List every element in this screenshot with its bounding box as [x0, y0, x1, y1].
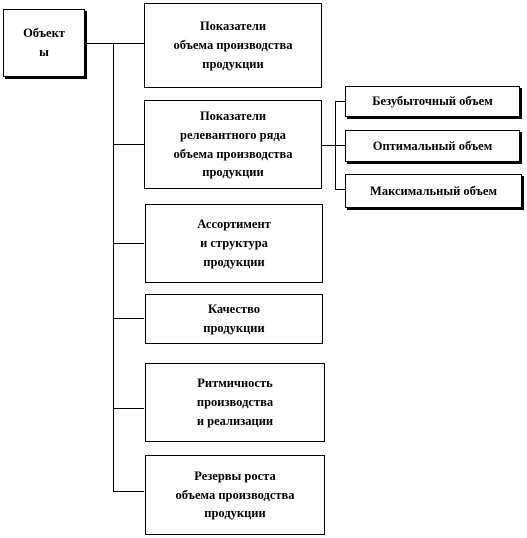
connector-item-3: [113, 243, 144, 244]
node-growth-reserves: Резервы роста объема производства продук…: [145, 455, 325, 535]
subnode-breakeven-volume: Безубыточный объем: [345, 86, 520, 117]
connector-sub-3: [335, 189, 345, 190]
node-production-volume: Показатели объема производства продукции: [144, 3, 322, 88]
connector-item-4: [113, 318, 144, 319]
connector-sub-2: [335, 145, 345, 146]
connector-item-5: [113, 408, 144, 409]
node-rhythm: Ритмичность производства и реализации: [145, 363, 325, 442]
connector-item-6: [113, 491, 144, 492]
connector-sub-branch: [322, 145, 336, 146]
subnode-maximum-volume: Максимальный объем: [345, 174, 522, 208]
connector-sub-1: [335, 101, 345, 102]
node-relevant-range: Показатели релевантного ряда объема прои…: [144, 100, 322, 189]
connector-trunk: [113, 43, 114, 492]
connector-item-2: [113, 144, 144, 145]
connector-root: [85, 43, 144, 44]
node-assortment: Ассортимент и структура продукции: [145, 204, 323, 283]
subnode-optimal-volume: Оптимальный объем: [345, 130, 520, 162]
node-quality: Качество продукции: [145, 294, 323, 344]
root-node: Объект ы: [3, 9, 85, 77]
